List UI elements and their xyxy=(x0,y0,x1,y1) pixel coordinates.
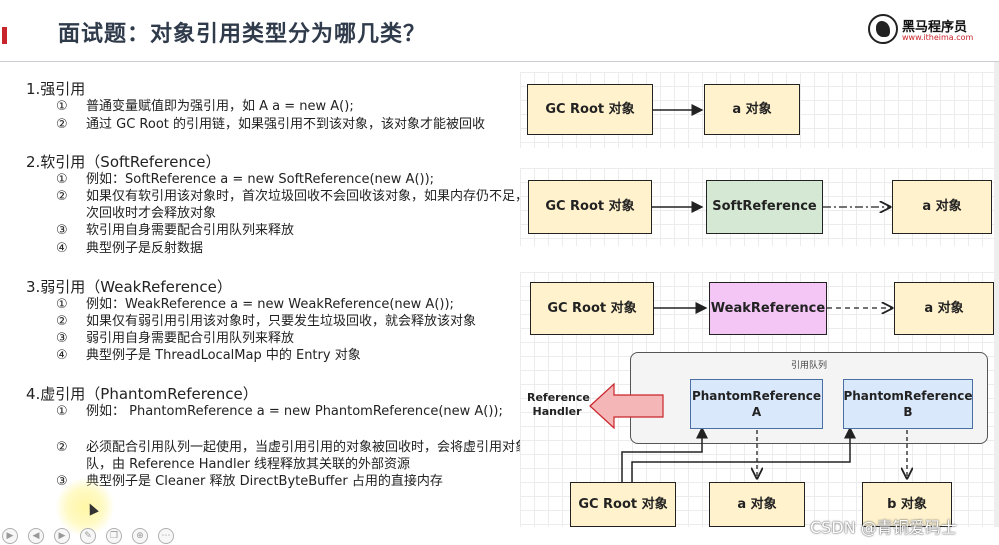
item-number: ① xyxy=(56,404,68,419)
list-item: ② 如果仅有弱引用引用该对象时，只要发生垃圾回收，就会释放该对象 xyxy=(56,313,526,330)
list-item: ③ 典型例子是 Cleaner 释放 DirectByteBuffer 占用的直… xyxy=(56,473,526,490)
item-number: ① xyxy=(56,297,68,312)
csdn-watermark: CSDN @青铜爱码士 xyxy=(810,518,957,537)
more-icon[interactable]: ⋯ xyxy=(158,528,174,544)
logo-url: www.itheima.com xyxy=(902,33,974,42)
item-text: 典型例子是反射数据 xyxy=(86,241,204,256)
list-item: ② 如果仅有软引用该对象时，首次垃圾回收不会回收该对象，如果内存仍不足，再次回收… xyxy=(56,188,541,222)
list-item: ① 普通变量赋值即为强引用，如 A a = new A(); xyxy=(56,98,526,115)
section-title-phantom: 4.虚引用（PhantomReference） xyxy=(26,385,258,403)
soft-gc-root-box: GC Root 对象 xyxy=(528,180,652,234)
section-title-strong: 1.强引用 xyxy=(26,80,86,98)
list-item: ② 必须配合引用队列一起使用，当虚引用引用的对象被回收时，会将虚引用对象入队，由… xyxy=(56,439,541,473)
reference-handler-label: Reference Handler xyxy=(527,391,590,418)
section-title-soft: 2.软引用（SoftReference） xyxy=(26,153,221,171)
item-text: 如果仅有弱引用引用该对象时，只要发生垃圾回收，就会释放该对象 xyxy=(86,314,477,329)
list-item: ① 例如： PhantomReference a = new PhantomRe… xyxy=(56,403,526,437)
vertical-scrollbar[interactable] xyxy=(994,62,999,527)
item-number: ④ xyxy=(56,348,68,363)
phantom-gc-root-box: GC Root 对象 xyxy=(570,482,676,527)
soft-reference-box: SoftReference xyxy=(706,180,823,234)
item-text: 例如： PhantomReference a = new PhantomRefe… xyxy=(86,404,503,419)
next-icon[interactable]: ▶ xyxy=(54,528,70,544)
item-number: ③ xyxy=(56,331,68,346)
item-text: 如果仅有软引用该对象时，首次垃圾回收不会回收该对象，如果内存仍不足，再次回收时才… xyxy=(86,189,542,221)
reference-handler-arrow xyxy=(589,382,664,430)
strong-gc-root-box: GC Root 对象 xyxy=(527,84,653,135)
item-text: 弱引用自身需要配合引用队列来释放 xyxy=(86,331,295,346)
copy-icon[interactable]: ❐ xyxy=(106,528,122,544)
phantom-reference-b-box: PhantomReference B xyxy=(843,379,973,429)
zoom-icon[interactable]: ⊕ xyxy=(132,528,148,544)
logo-name: 黑马程序员 xyxy=(902,20,968,35)
list-item: ④ 典型例子是 ThreadLocalMap 中的 Entry 对象 xyxy=(56,347,526,364)
play-icon[interactable]: ▶ xyxy=(2,528,18,544)
item-text: 例如：WeakReference a = new WeakReference(n… xyxy=(86,297,454,312)
item-text: 必须配合引用队列一起使用，当虚引用引用的对象被回收时，会将虚引用对象入队，由 R… xyxy=(86,440,542,472)
phantom-object-b-box: b 对象 xyxy=(862,482,952,527)
phantom-reference-a-box: PhantomReference A xyxy=(690,379,823,429)
item-number: ② xyxy=(56,117,68,132)
item-number: ③ xyxy=(56,474,68,489)
list-item: ① 例如：SoftReference a = new SoftReference… xyxy=(56,171,526,188)
phantom-object-a-box: a 对象 xyxy=(709,482,805,527)
item-number: ② xyxy=(56,314,68,329)
laser-pointer-highlight xyxy=(56,478,114,536)
weak-reference-box: WeakReference xyxy=(709,282,827,335)
list-item: ③ 弱引用自身需要配合引用队列来释放 xyxy=(56,330,526,347)
phantom-root-to-a xyxy=(621,426,708,482)
horse-logo-icon xyxy=(868,14,898,44)
item-text: 典型例子是 ThreadLocalMap 中的 Entry 对象 xyxy=(86,348,361,363)
pen-icon[interactable]: ✎ xyxy=(80,528,96,544)
item-number: ④ xyxy=(56,241,68,256)
slide-header: 面试题：对象引用类型分为哪几类？ 黑马程序员 www.itheima.com xyxy=(0,0,999,62)
item-number: ③ xyxy=(56,223,68,238)
item-text: 软引用自身需要配合引用队列来释放 xyxy=(86,223,295,238)
item-number: ② xyxy=(56,440,68,455)
item-text: 普通变量赋值即为强引用，如 A a = new A(); xyxy=(86,99,354,114)
phantom-root-to-b xyxy=(631,426,856,482)
item-number: ② xyxy=(56,189,68,204)
item-number: ① xyxy=(56,172,68,187)
list-item: ① 例如：WeakReference a = new WeakReference… xyxy=(56,296,526,313)
brand-logo: 黑马程序员 www.itheima.com xyxy=(868,14,992,48)
section-title-weak: 3.弱引用（WeakReference） xyxy=(26,278,232,296)
list-item: ③ 软引用自身需要配合引用队列来释放 xyxy=(56,222,526,239)
previous-icon[interactable]: ◀ xyxy=(28,528,44,544)
slideshow-toolbar: ▶ ◀ ▶ ✎ ❐ ⊕ ⋯ xyxy=(0,527,200,545)
strong-object-box: a 对象 xyxy=(704,84,800,135)
item-number: ① xyxy=(56,99,68,114)
item-text: 例如：SoftReference a = new SoftReference(n… xyxy=(86,172,435,187)
item-text: 通过 GC Root 的引用链，如果强引用不到该对象，该对象才能被回收 xyxy=(86,117,486,132)
header-divider xyxy=(0,61,999,62)
header-accent-bar xyxy=(2,27,7,44)
item-text: 典型例子是 Cleaner 释放 DirectByteBuffer 占用的直接内… xyxy=(86,474,443,489)
weak-object-box: a 对象 xyxy=(894,282,994,335)
soft-object-box: a 对象 xyxy=(892,180,992,234)
reference-queue-label: 引用队列 xyxy=(790,361,827,371)
list-item: ④ 典型例子是反射数据 xyxy=(56,240,526,257)
page-title: 面试题：对象引用类型分为哪几类？ xyxy=(58,22,427,47)
list-item: ② 通过 GC Root 的引用链，如果强引用不到该对象，该对象才能被回收 xyxy=(56,116,526,133)
weak-gc-root-box: GC Root 对象 xyxy=(530,282,654,335)
